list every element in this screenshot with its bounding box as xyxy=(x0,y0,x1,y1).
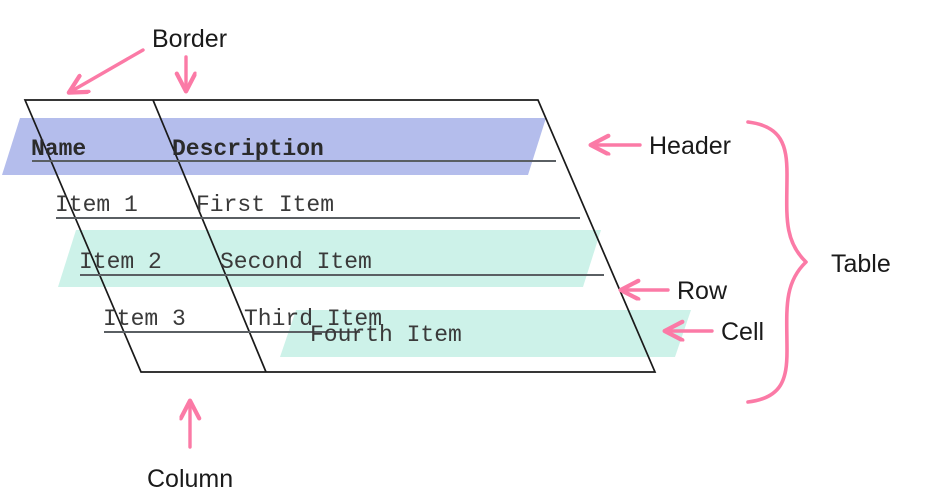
cell-row3-description: Third Item xyxy=(244,306,382,332)
table-outline xyxy=(23,99,657,373)
annotation-cell: Cell xyxy=(666,318,764,346)
header-cell-name: Name xyxy=(31,136,86,162)
cell-row1-name: Item 1 xyxy=(55,192,138,218)
row-rules xyxy=(32,159,604,334)
table-border xyxy=(23,99,657,373)
annotation-row: Row xyxy=(622,277,728,305)
column-divider xyxy=(152,99,267,373)
cell-row2-description: Second Item xyxy=(220,249,372,275)
floating-cell-highlight xyxy=(280,310,691,357)
floating-cell-text: Fourth Item xyxy=(310,322,462,348)
cell-row2-name: Item 2 xyxy=(79,249,162,275)
row-2-highlight xyxy=(58,230,601,287)
annotation-table-label: Table xyxy=(831,250,891,278)
table-content: Name Description Item 1 First Item Item … xyxy=(31,136,462,348)
annotation-header-label: Header xyxy=(649,132,731,160)
annotation-column: Column xyxy=(147,402,233,493)
annotation-header: Header xyxy=(592,132,731,160)
header-cell-description: Description xyxy=(172,136,324,162)
annotation-cell-label: Cell xyxy=(721,318,764,346)
cell-row3-name: Item 3 xyxy=(103,306,186,332)
table-curly-brace-icon xyxy=(746,120,808,404)
border-arrow-diagonal-icon xyxy=(70,48,145,92)
annotation-border: Border xyxy=(70,25,227,92)
annotation-column-label: Column xyxy=(147,465,233,493)
annotation-border-label: Border xyxy=(152,25,227,53)
cell-row1-description: First Item xyxy=(196,192,334,218)
annotation-table: Table xyxy=(746,120,891,404)
annotation-row-label: Row xyxy=(677,277,728,305)
